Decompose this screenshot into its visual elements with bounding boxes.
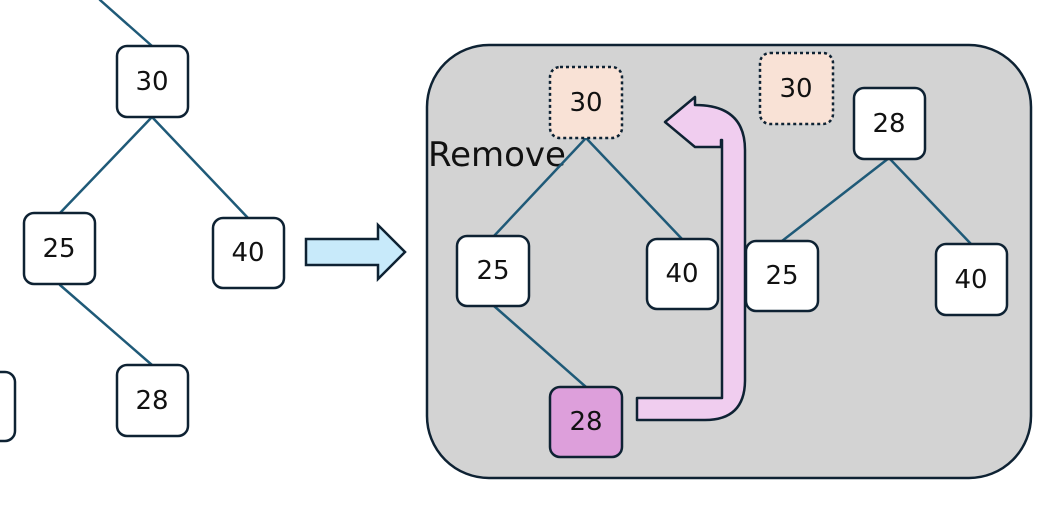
- move-up-arrow: [635, 95, 747, 422]
- edge-30-25: [58, 115, 154, 215]
- edge-28-40: [887, 156, 973, 246]
- node-label: 28: [872, 109, 905, 139]
- moved-node-28: 28: [548, 385, 624, 459]
- offscreen-node: [0, 370, 17, 443]
- result-node-40: 40: [934, 242, 1009, 317]
- node-label: 30: [569, 88, 602, 118]
- node-label: 40: [665, 259, 698, 289]
- node-label: 25: [765, 261, 798, 291]
- result-node-28: 28: [852, 86, 927, 161]
- node-label: 25: [42, 234, 75, 264]
- node-label: 40: [231, 238, 264, 268]
- node-label: 30: [779, 74, 812, 104]
- node-label: 30: [135, 67, 168, 97]
- edge-30-40: [150, 115, 250, 220]
- tree-node-25: 25: [455, 234, 531, 308]
- edge-to-parent: [98, 0, 154, 48]
- step-arrow: [304, 221, 407, 283]
- tree-node-40: 40: [211, 216, 286, 290]
- tree-node-30: 30: [115, 44, 190, 119]
- remove-panel: Remove 30 30 25 40 28 28: [425, 43, 1033, 480]
- edge-25-28: [58, 283, 154, 367]
- removed-node-30-copy: 30: [758, 51, 835, 126]
- node-label: 28: [569, 407, 602, 437]
- node-label: 40: [954, 265, 987, 295]
- result-node-25: 25: [744, 239, 820, 313]
- tree-node-28: 28: [115, 363, 190, 438]
- edge-28-25: [780, 156, 891, 243]
- removed-node-30: 30: [548, 65, 624, 140]
- remove-label: Remove: [428, 135, 566, 175]
- tree-node-40: 40: [645, 237, 720, 311]
- edge-30-40: [584, 136, 684, 241]
- left-tree: 30 25 40 28: [0, 0, 286, 443]
- tree-node-25: 25: [22, 211, 97, 286]
- node-label: 28: [135, 386, 168, 416]
- edge-30-25: [492, 136, 588, 238]
- edge-25-28: [492, 304, 588, 389]
- node-label: 25: [476, 256, 509, 286]
